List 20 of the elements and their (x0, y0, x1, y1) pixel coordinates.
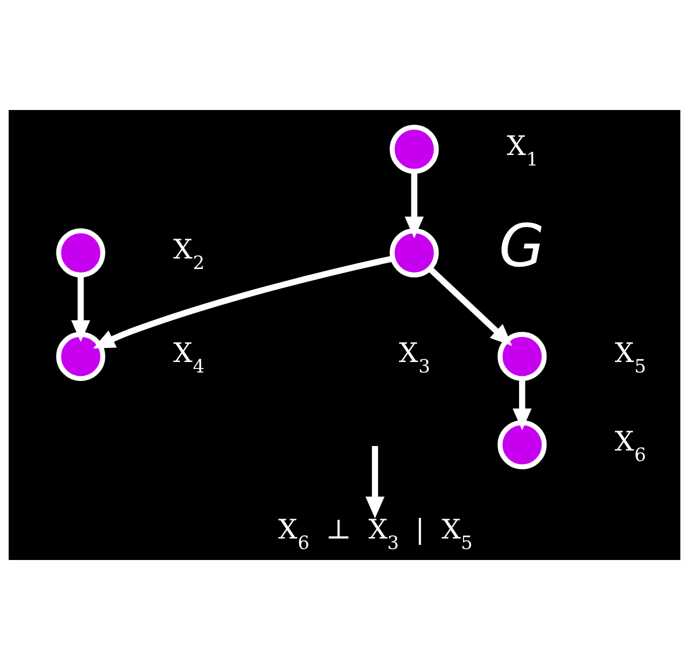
node-label: X$_{3}$ (398, 338, 430, 378)
node-circle (390, 124, 439, 174)
arrow (71, 275, 90, 342)
node-circle (498, 332, 547, 381)
label: G (498, 211, 544, 280)
node-circle (390, 228, 439, 278)
arrow (93, 256, 394, 348)
node-label: X$_{2}$ (173, 234, 205, 274)
node-label: X$_{6}$ (614, 426, 646, 466)
node-circle (56, 228, 106, 278)
node-label: X$_{1}$ (506, 130, 538, 170)
node-label: X$_{4}$ (173, 338, 205, 378)
node-circle (56, 332, 106, 381)
node-circle (498, 420, 547, 470)
arrow (404, 171, 424, 238)
node-label: X$_{5}$ (614, 338, 646, 378)
arrow (365, 446, 385, 518)
arrow (428, 266, 512, 346)
node-text: X$_{6}$ ⊥ X$_{3}$ | X$_{5}$ (278, 514, 473, 554)
arrow (512, 378, 532, 430)
